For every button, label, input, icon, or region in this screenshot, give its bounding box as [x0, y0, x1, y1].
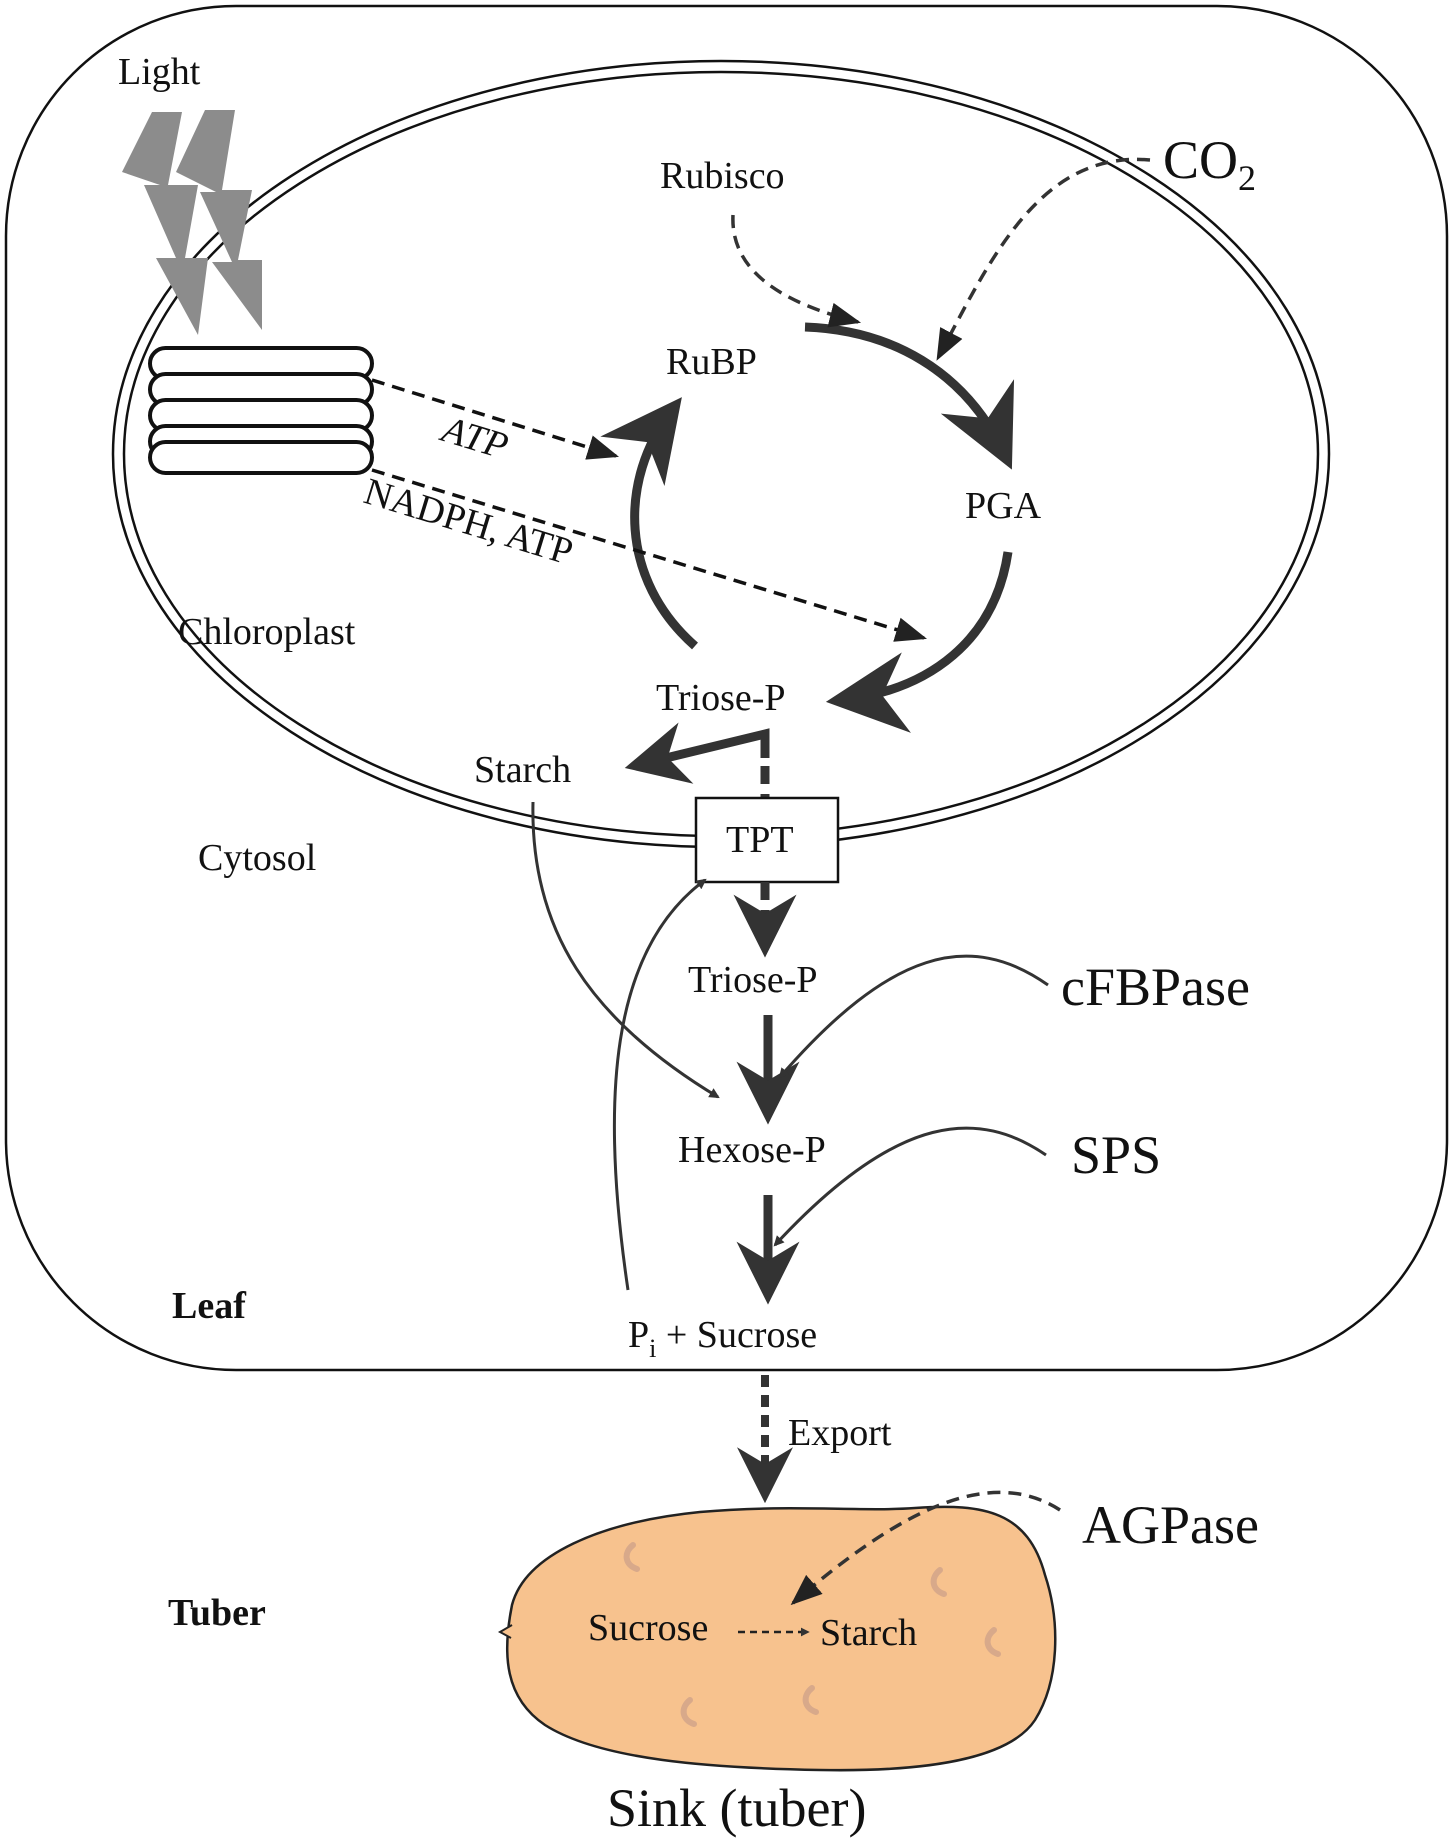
tuber-tip	[497, 1624, 513, 1639]
agpase-label: AGPase	[1082, 1495, 1259, 1555]
triose-p-to-rubp-arrow	[600, 397, 698, 650]
thylakoid-stack-icon	[148, 346, 374, 475]
chloroplast-label: Chloroplast	[178, 611, 356, 653]
starch-tuber-label: Starch	[820, 1612, 917, 1654]
rubisco-label: Rubisco	[660, 155, 785, 197]
lightning-bolt-icon	[122, 110, 262, 335]
cfbpase-label: cFBPase	[1061, 957, 1250, 1017]
rubp-label: RuBP	[666, 341, 757, 383]
co2-input-arrow	[936, 157, 1151, 361]
pi-recycling-arrow	[612, 878, 707, 1291]
tpt-transporter-box	[694, 796, 840, 884]
rubp-to-pga-arrow	[804, 322, 1015, 470]
light-label: Light	[118, 51, 201, 93]
triose-p-to-starch-arrow	[624, 722, 770, 784]
leaf-label: Leaf	[172, 1285, 247, 1327]
co2-label: CO2	[1163, 130, 1256, 198]
cytosol-label: Cytosol	[198, 837, 316, 879]
nadph-atp-supply-arrow	[371, 468, 928, 642]
sink-tuber-label: Sink (tuber)	[607, 1778, 866, 1838]
pi-sucrose-label: Pi + Sucrose	[628, 1314, 817, 1363]
rubisco-regulation-arrow	[731, 214, 862, 328]
tuber-shape	[505, 1505, 1057, 1772]
pga-to-triose-p-arrow	[825, 551, 1013, 733]
sps-label: SPS	[1071, 1125, 1161, 1185]
sucrose-tuber-label: Sucrose	[588, 1607, 708, 1649]
cfbpase-regulation-arrow	[778, 954, 1049, 1079]
tuber-label: Tuber	[168, 1592, 266, 1634]
starch-breakdown-arrow	[531, 801, 720, 1099]
atp-label: ATP	[434, 408, 512, 468]
atp-supply-arrow	[371, 378, 620, 460]
tpt-label: TPT	[726, 819, 794, 861]
triose-p-chloroplast-label: Triose-P	[656, 677, 786, 719]
agpase-regulation-arrow	[790, 1490, 1061, 1606]
tuber-eye-icon	[623, 1542, 1001, 1727]
hexose-p-label: Hexose-P	[678, 1129, 826, 1171]
export-label: Export	[788, 1412, 892, 1454]
sps-regulation-arrow	[773, 1126, 1047, 1247]
starch-leaf-label: Starch	[474, 749, 571, 791]
leaf-cell-outline	[4, 4, 1449, 1372]
triose-p-cytosol-label: Triose-P	[688, 959, 818, 1001]
pga-label: PGA	[965, 485, 1042, 527]
